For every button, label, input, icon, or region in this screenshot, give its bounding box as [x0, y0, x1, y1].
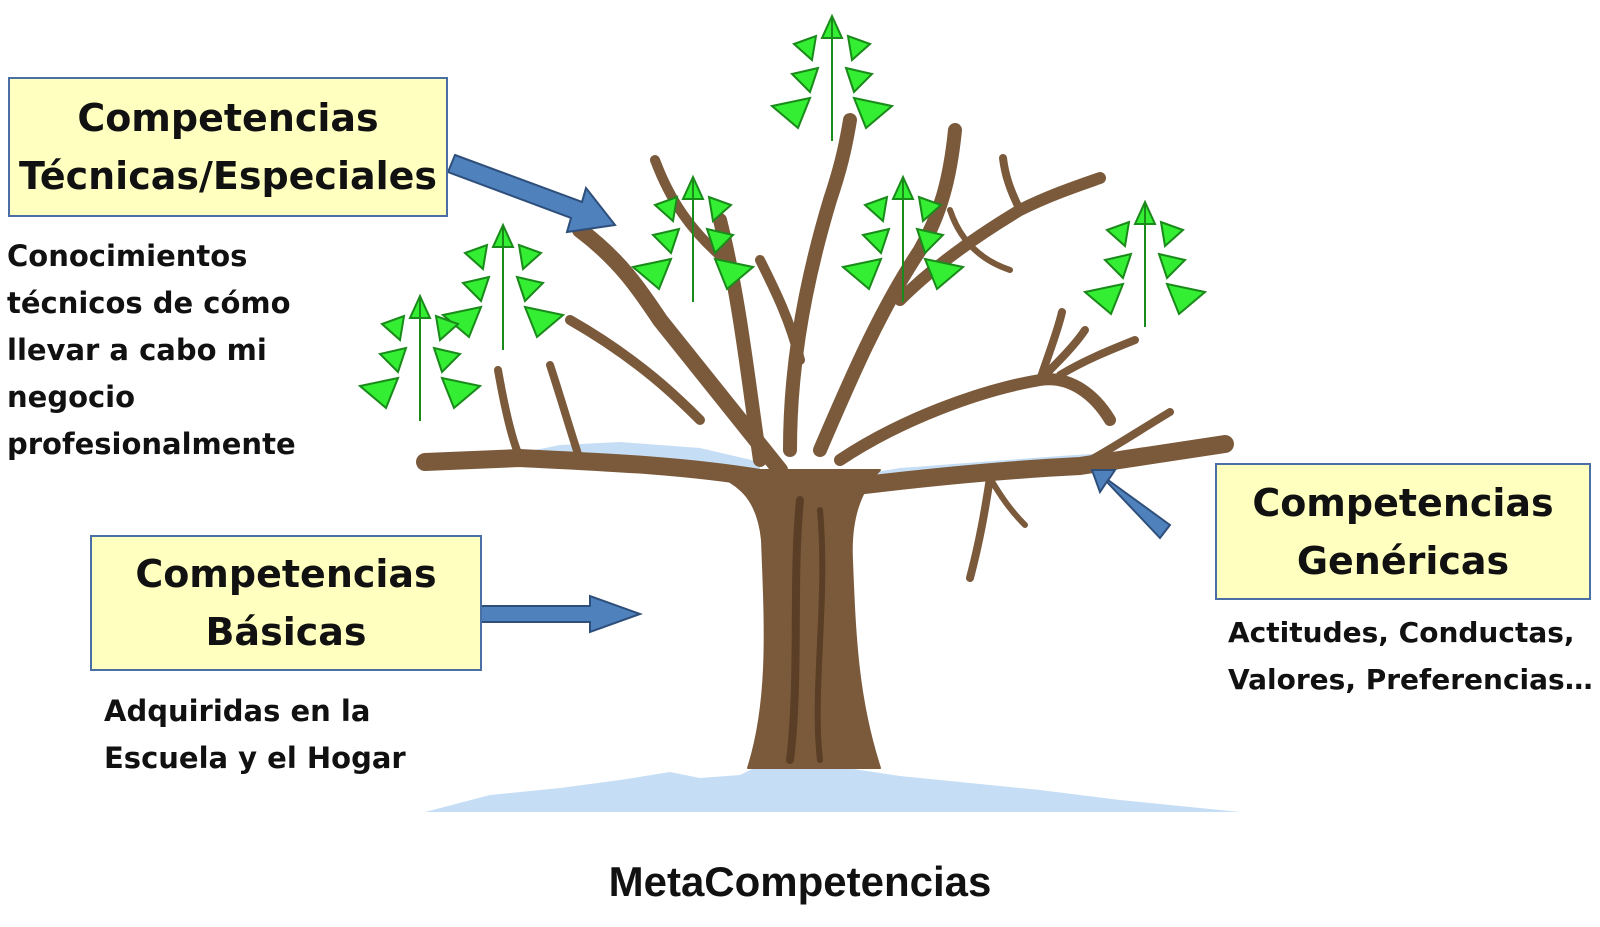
- desc-tecnicas-line: técnicos de cómo: [7, 286, 291, 320]
- box-genericas-line1: Competencias: [1252, 480, 1554, 525]
- desc-tecnicas: Conocimientos técnicos de cómo llevar a …: [7, 233, 296, 468]
- box-competencias-tecnicas: Competencias Técnicas/Especiales: [8, 77, 448, 217]
- leaf-cluster-icon: [357, 13, 1208, 421]
- box-genericas-line2: Genéricas: [1296, 538, 1510, 583]
- arrow-up-left-icon: [1090, 469, 1172, 540]
- desc-basicas-line: Escuela y el Hogar: [104, 741, 406, 775]
- desc-genericas: Actitudes, Conductas, Valores, Preferenc…: [1228, 609, 1593, 703]
- desc-genericas-line: Valores, Preferencias…: [1228, 663, 1593, 696]
- box-basicas-line1: Competencias: [135, 552, 437, 596]
- box-competencias-genericas: Competencias Genéricas: [1215, 463, 1591, 600]
- tree-trunk-and-branches: [416, 113, 1234, 769]
- desc-tecnicas-line: llevar a cabo mi: [7, 333, 267, 367]
- box-tecnicas-line2: Técnicas/Especiales: [18, 154, 438, 198]
- snow-ground: [425, 765, 1240, 812]
- arrow-right-icon: [446, 153, 617, 234]
- desc-basicas: Adquiridas en la Escuela y el Hogar: [104, 688, 406, 782]
- box-tecnicas-line1: Competencias: [77, 96, 379, 140]
- caption-metacompetencias: MetaCompetencias: [608, 858, 992, 905]
- desc-tecnicas-line: Conocimientos: [7, 239, 248, 273]
- box-competencias-basicas: Competencias Básicas: [90, 535, 482, 671]
- desc-basicas-line: Adquiridas en la: [104, 694, 371, 728]
- box-basicas-line2: Básicas: [205, 610, 367, 654]
- desc-tecnicas-line: negocio: [7, 380, 136, 414]
- desc-tecnicas-line: profesionalmente: [7, 427, 296, 461]
- desc-genericas-line: Actitudes, Conductas,: [1228, 616, 1575, 649]
